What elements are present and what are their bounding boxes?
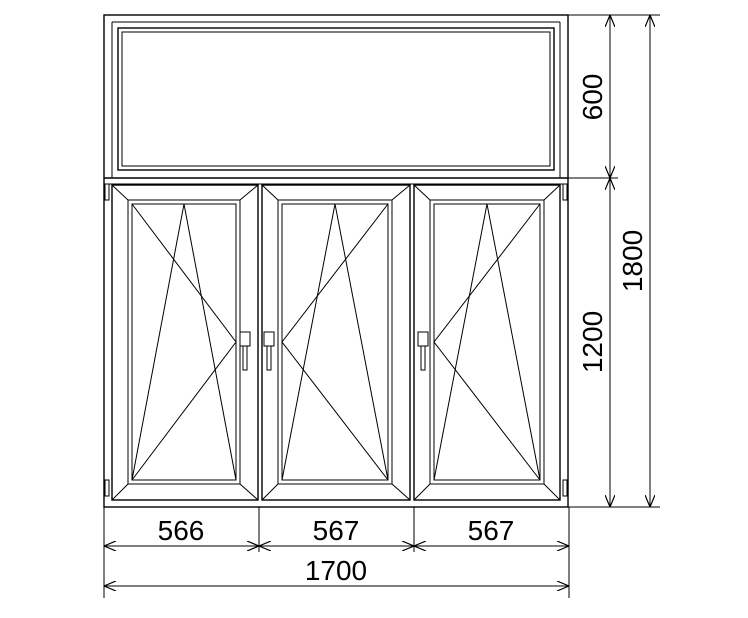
outer-frame [103,14,569,508]
sash-middle [261,184,411,501]
sash-left [111,184,259,501]
width-label-right: 567 [468,515,515,546]
total-height-label: 1800 [617,230,648,292]
sash-height-label: 1200 [577,311,608,373]
transom-height-label: 600 [577,74,608,121]
total-width-label: 1700 [305,555,367,586]
transom-pane [104,27,568,185]
frame-hinge-tabs [104,183,568,497]
sash-right [413,184,561,501]
width-dimensions: 566 567 567 1700 [103,507,570,598]
handle-icon [239,331,251,371]
width-label-left: 566 [158,515,205,546]
handle-icon [263,331,275,371]
width-label-middle: 567 [313,515,360,546]
handle-icon [417,331,429,371]
height-dimensions: 600 1200 1800 [568,14,660,508]
